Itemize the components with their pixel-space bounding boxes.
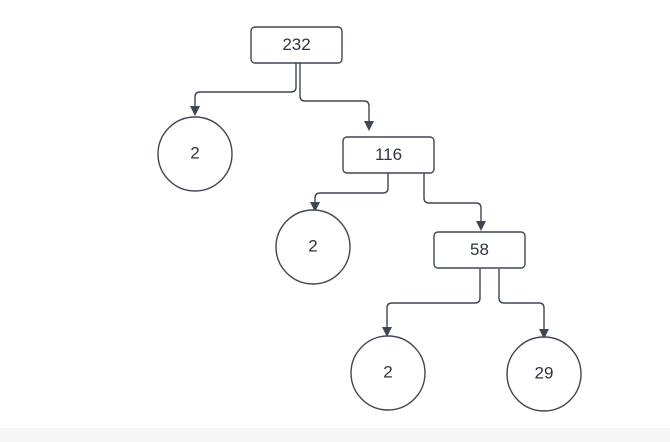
node-right3-label: 29 bbox=[535, 363, 554, 382]
edge-right2-to-right3 bbox=[498, 269, 549, 339]
node-root: 232 bbox=[250, 26, 343, 64]
edge-root-to-left1 bbox=[190, 63, 297, 116]
node-left3-label: 2 bbox=[383, 362, 392, 381]
node-left2-label: 2 bbox=[308, 236, 317, 255]
node-left1: 2 bbox=[157, 116, 233, 192]
edge-right2-to-left3 bbox=[382, 269, 481, 337]
node-root-label: 232 bbox=[282, 35, 310, 54]
node-left2: 2 bbox=[275, 209, 351, 285]
node-right1: 116 bbox=[342, 136, 435, 174]
node-left3: 2 bbox=[350, 335, 426, 411]
edge-right1-to-left2 bbox=[310, 173, 389, 212]
node-right1-label: 116 bbox=[375, 145, 402, 164]
edge-right1-to-right2 bbox=[423, 173, 486, 231]
node-right2: 58 bbox=[433, 231, 526, 269]
node-right3: 29 bbox=[506, 336, 582, 412]
node-left1-label: 2 bbox=[190, 143, 199, 162]
node-right2-label: 58 bbox=[470, 240, 489, 259]
bottom-strip bbox=[0, 428, 670, 442]
edge-root-to-right1 bbox=[299, 63, 374, 131]
